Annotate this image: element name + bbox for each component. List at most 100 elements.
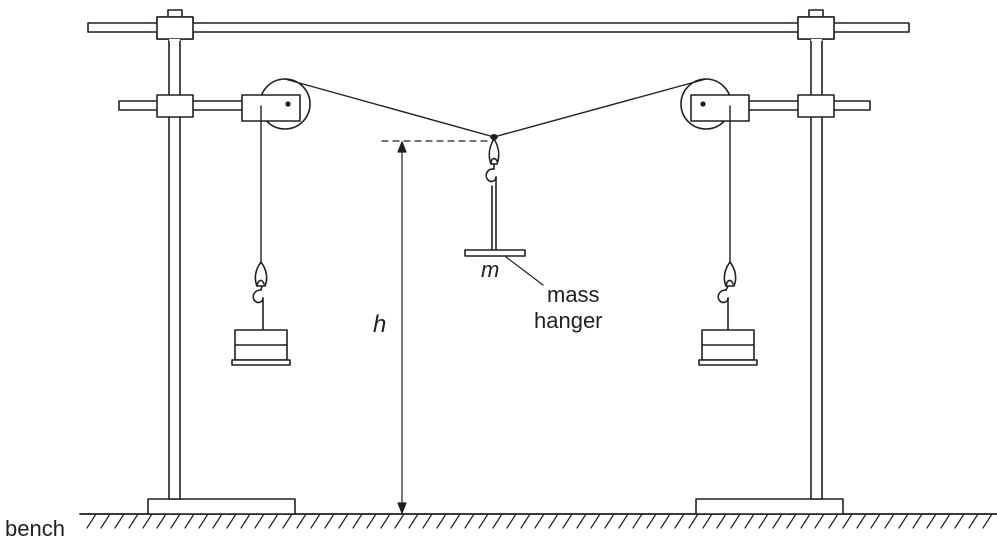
left-pulley xyxy=(241,78,311,130)
right-mass-base xyxy=(698,359,758,366)
bench-hatch-mark xyxy=(954,513,965,529)
height-marker xyxy=(381,140,491,514)
string xyxy=(260,78,731,263)
bench-hatch-mark xyxy=(156,513,167,529)
bench-hatch-mark xyxy=(744,513,755,529)
bench-hatch-mark xyxy=(450,513,461,529)
bench-hatch-mark xyxy=(730,513,741,529)
bench-hatch-mark xyxy=(674,513,685,529)
bench-hatch-mark xyxy=(590,513,601,529)
bench-hatch-mark xyxy=(114,513,125,529)
bench-hatch-mark xyxy=(520,513,531,529)
top-bar xyxy=(87,16,910,41)
bench-hatch-mark xyxy=(226,513,237,529)
bench-hatch-mark xyxy=(716,513,727,529)
bench-hatch-mark xyxy=(212,513,223,529)
bench-hatch-mark xyxy=(268,513,279,529)
bench-hatch-mark xyxy=(142,513,153,529)
bench-hatch-mark xyxy=(534,513,545,529)
height-label: h xyxy=(373,311,386,338)
hanger-hook xyxy=(485,168,497,183)
mass-hanger-label-line1: mass xyxy=(547,282,600,307)
bench-hatch-mark xyxy=(86,513,97,529)
mass-hanger xyxy=(464,134,526,257)
mass-label: m xyxy=(481,257,499,282)
bench-hatch-mark xyxy=(842,513,853,529)
bench-hatch-mark xyxy=(478,513,489,529)
bench-hatch-mark xyxy=(338,513,349,529)
bench-hatch-mark xyxy=(366,513,377,529)
bench-hatch-mark xyxy=(660,513,671,529)
bench-hatch-mark xyxy=(240,513,251,529)
bench-hatch-mark xyxy=(324,513,335,529)
bench-hatch-mark xyxy=(548,513,559,529)
bench-hatch-mark xyxy=(968,513,979,529)
bench-hatch-mark xyxy=(786,513,797,529)
hanger-plate xyxy=(464,249,526,257)
bench-hatch-mark xyxy=(702,513,713,529)
bench-hatch-mark xyxy=(492,513,503,529)
left-hook xyxy=(252,289,264,304)
bench-hatch-mark xyxy=(310,513,321,529)
bench-hatch-mark xyxy=(436,513,447,529)
left-pulley-axle xyxy=(285,101,291,107)
bench xyxy=(79,513,997,529)
left-pulley-block xyxy=(241,94,301,122)
left-mass-base xyxy=(231,359,291,366)
bench-hatch-mark xyxy=(926,513,937,529)
right-stand-base xyxy=(695,498,844,515)
bench-hatch-mark xyxy=(898,513,909,529)
left-knot xyxy=(254,261,268,287)
bench-hatch-mark xyxy=(772,513,783,529)
bench-hatch-mark xyxy=(170,513,181,529)
right-top-clamp-screw xyxy=(808,9,824,18)
left-stand-base xyxy=(147,498,296,515)
bench-hatch-mark xyxy=(800,513,811,529)
right-pulley-axle xyxy=(700,101,706,107)
right-hook xyxy=(717,289,729,304)
bench-hatch-mark xyxy=(380,513,391,529)
bench-hatch-mark xyxy=(576,513,587,529)
bench-hatch-mark xyxy=(282,513,293,529)
left-hanging-mass xyxy=(231,261,291,366)
left-top-clamp-screw xyxy=(167,9,183,18)
right-pulley-block xyxy=(690,94,750,122)
bench-hatch-mark xyxy=(296,513,307,529)
bench-hatch-mark xyxy=(870,513,881,529)
bench-hatch-mark xyxy=(604,513,615,529)
bench-hatch-mark xyxy=(562,513,573,529)
mass-hanger-label-line2: hanger xyxy=(534,308,603,333)
bench-hatch-mark xyxy=(646,513,657,529)
bench-hatch-mark xyxy=(506,513,517,529)
bench-hatch-mark xyxy=(352,513,363,529)
bench-hatch-mark xyxy=(408,513,419,529)
bench-hatch-mark xyxy=(100,513,111,529)
bench-hatch-mark xyxy=(814,513,825,529)
bench-hatch-mark xyxy=(912,513,923,529)
right-arm-clamp xyxy=(797,94,835,118)
height-arrow-top xyxy=(397,141,407,153)
bench-hatch-mark xyxy=(632,513,643,529)
mass-hanger-leader-line xyxy=(505,256,544,286)
bench-hatch-mark xyxy=(422,513,433,529)
bench-hatch-mark xyxy=(464,513,475,529)
left-arm-clamp xyxy=(156,94,194,118)
bench-hatch-mark xyxy=(884,513,895,529)
bench-hatch-mark xyxy=(254,513,265,529)
right-knot xyxy=(723,261,737,287)
bench-hatch-mark xyxy=(828,513,839,529)
string-right-span xyxy=(493,78,707,138)
right-hanging-mass xyxy=(698,261,758,366)
bench-hatch-mark xyxy=(982,513,993,529)
bench-hatch-mark xyxy=(128,513,139,529)
string-left-span xyxy=(284,78,495,138)
bench-hatch-mark xyxy=(758,513,769,529)
bench-hatch-mark xyxy=(940,513,951,529)
bench-hatch-mark xyxy=(198,513,209,529)
bench-hatch-mark xyxy=(688,513,699,529)
bench-hatch-mark xyxy=(394,513,405,529)
bench-hatch-mark xyxy=(856,513,867,529)
height-arrow-bottom xyxy=(397,502,407,514)
